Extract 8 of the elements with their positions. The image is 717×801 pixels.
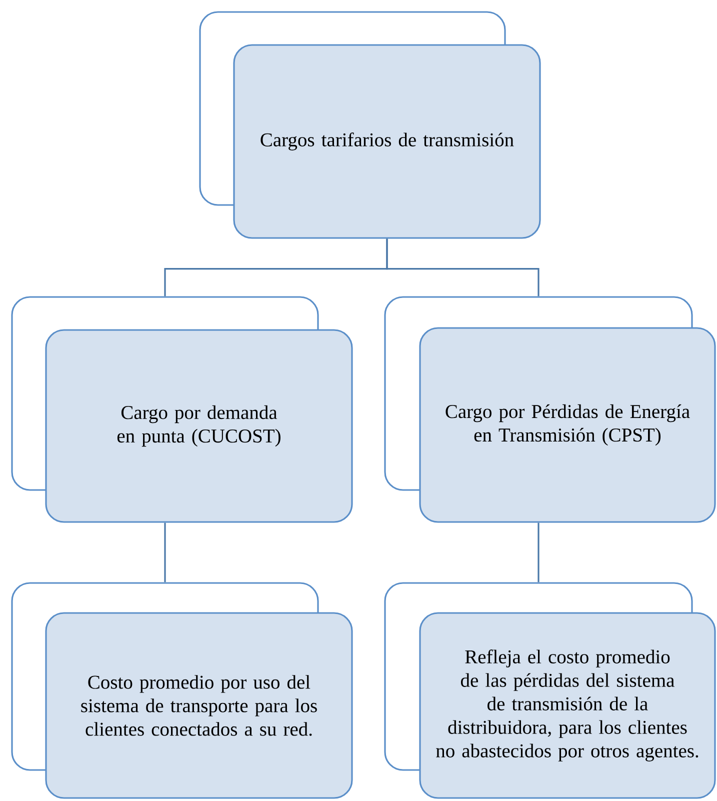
connector-line (386, 238, 540, 296)
connector-line (164, 522, 166, 582)
process-box: Costo promedio por uso del sistema de transporte para los clientes conectados a su red. (11, 582, 353, 799)
process-box: Cargo por Pérdidas de Energía en Transmisión (CPST) (384, 296, 716, 523)
connector-line (538, 522, 540, 582)
process-box: Cargos tarifarios de transmisión (199, 11, 541, 239)
process-box: Cargo por demanda en punta (CUCOST) (11, 296, 353, 523)
process-box: Refleja el costo promedio de las pérdidas del sistema de transmisión de la distribuidora, para los clientes no abastecidos por otros agentes. (384, 582, 716, 799)
